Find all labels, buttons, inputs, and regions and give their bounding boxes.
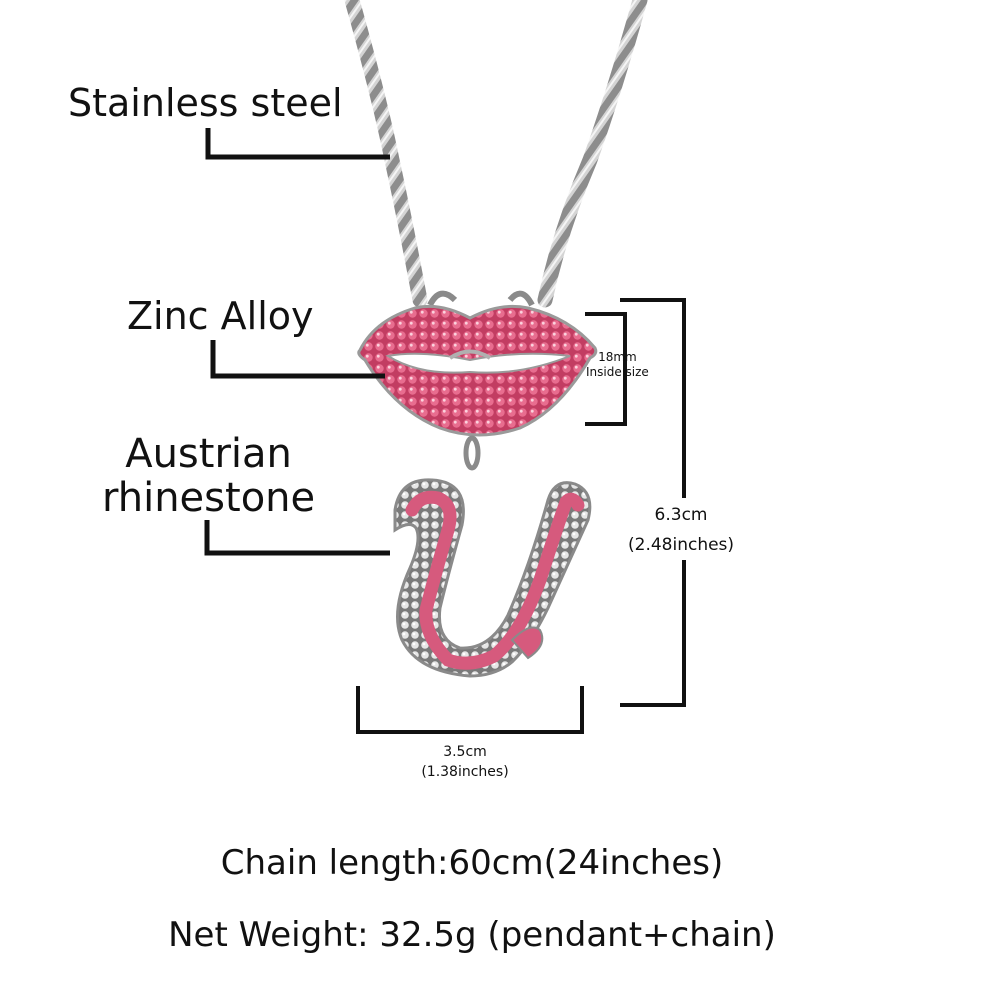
bracket-height-bottom — [620, 560, 686, 707]
chain-length-spec: Chain length:60cm(24inches) — [220, 843, 724, 883]
letter-u-pendant — [393, 478, 592, 678]
label-austrian-line1: Austrian — [125, 431, 292, 477]
label-zinc-alloy: Zinc Alloy — [127, 294, 314, 338]
bail-left — [427, 290, 458, 307]
leader-stainless-steel — [205, 128, 390, 160]
width-dimension: 3.5cm (1.38inches) — [410, 742, 520, 782]
chain-left-strand — [344, 0, 428, 308]
lips-pendant — [357, 304, 598, 437]
inside-size-text: Inside size — [586, 365, 649, 379]
width-cm: 3.5cm — [443, 744, 487, 760]
label-austrian-rhinestone: Austrian rhinestone — [102, 432, 315, 520]
leader-rhinestone — [204, 520, 390, 556]
height-dimension: 6.3cm (2.48inches) — [628, 500, 734, 560]
leader-zinc-alloy — [210, 340, 385, 379]
inside-size-value: 18mm — [598, 350, 637, 364]
label-stainless-steel: Stainless steel — [68, 81, 343, 125]
label-austrian-line2: rhinestone — [102, 475, 316, 521]
jump-ring — [463, 435, 481, 471]
height-inches: (2.48inches) — [628, 535, 735, 555]
bail-right — [507, 290, 535, 307]
bracket-inside-size — [585, 312, 627, 426]
inside-size-label: 18mm Inside size — [586, 350, 649, 380]
chain-right-strand — [537, 0, 648, 308]
bracket-width — [356, 686, 584, 734]
bracket-height-top — [620, 298, 686, 498]
net-weight-spec: Net Weight: 32.5g (pendant+chain) — [168, 915, 776, 955]
width-inches: (1.38inches) — [421, 764, 509, 780]
height-cm: 6.3cm — [654, 505, 708, 525]
